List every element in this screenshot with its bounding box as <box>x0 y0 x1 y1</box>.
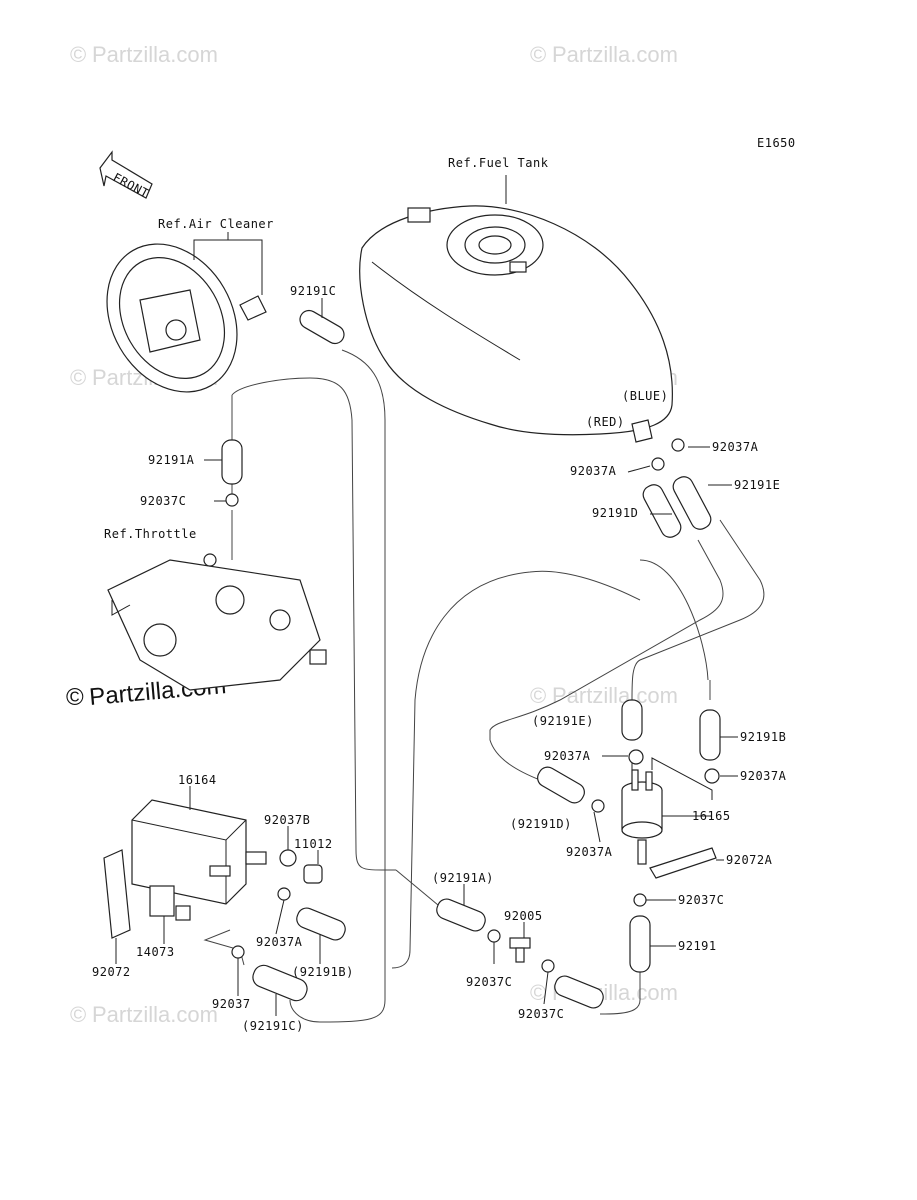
hose-92191D-paren <box>537 766 585 804</box>
fuel-filter-drawing <box>621 757 713 865</box>
label-16164: 16164 <box>178 773 217 787</box>
blue-hose-label: (BLUE) <box>622 389 668 403</box>
watermark-faint-text: Partzilla.com <box>552 42 678 67</box>
label-14073: 14073 <box>136 945 175 959</box>
label-92191E: 92191E <box>734 478 780 492</box>
label-92037A-mid: 92037A <box>544 749 591 763</box>
label-92037C-left: 92037C <box>140 494 186 508</box>
label-92037: 92037 <box>212 997 251 1011</box>
part-11012 <box>303 864 323 884</box>
label-92072A: 92072A <box>726 853 773 867</box>
label-92191D-paren: (92191D) <box>510 817 572 831</box>
label-92191C-paren: (92191C) <box>242 1019 304 1033</box>
hose-92191C-top <box>299 309 345 345</box>
label-16165: 16165 <box>692 809 731 823</box>
label-92037A-tank-left: 92037A <box>570 464 617 478</box>
label-92037B: 92037B <box>264 813 310 827</box>
tube-routing <box>203 349 765 1023</box>
label-92191B-paren: (92191B) <box>292 965 354 979</box>
clamp-group <box>225 438 720 973</box>
label-92005: 92005 <box>504 909 543 923</box>
throttle-drawing <box>107 553 327 691</box>
watermark-main-symbol: © <box>66 684 84 711</box>
watermark-faint-text: Partzilla.com <box>552 683 678 708</box>
watermark-copyright-symbol: © <box>70 365 86 390</box>
hose-bottom <box>554 975 604 1009</box>
label-92191C-top: 92191C <box>290 284 336 298</box>
ref-fuel-tank-label: Ref.Fuel Tank <box>448 156 549 170</box>
hose-92191E-paren <box>621 699 643 741</box>
label-11012: 11012 <box>294 837 333 851</box>
watermark-faint-text: Partzilla.com <box>92 42 218 67</box>
hose-92191E <box>672 476 712 530</box>
hose-92191A-paren <box>436 898 486 932</box>
watermark-copyright-symbol: © <box>530 683 546 708</box>
hose-92191D <box>642 484 682 538</box>
label-92037C-bottom-2: 92037C <box>518 1007 564 1021</box>
fuel-tank-drawing <box>359 175 673 443</box>
leader-lines <box>115 298 738 1016</box>
ref-throttle-label: Ref.Throttle <box>104 527 197 541</box>
label-92191A: 92191A <box>148 453 195 467</box>
label-92191E-paren: (92191E) <box>532 714 594 728</box>
watermark-faint-text: Partzilla.com <box>92 1002 218 1027</box>
bracket-92072A <box>649 847 717 879</box>
label-92191D: 92191D <box>592 506 638 520</box>
watermark-copyright-symbol: © <box>530 980 546 1005</box>
watermark-copyright-symbol: © <box>70 42 86 67</box>
canister-drawing <box>131 799 267 921</box>
valve-92005-drawing <box>509 937 531 963</box>
hose-92191B-paren <box>296 907 346 941</box>
part-labels: 92191C 92191A 92037C 92037A 92037A 92191… <box>92 284 787 1033</box>
bracket-92072 <box>103 849 131 939</box>
hose-92191C-paren <box>252 964 308 1002</box>
air-cleaner-drawing <box>106 232 267 393</box>
diagram-code: E1650 <box>757 136 796 150</box>
label-92037A-right: 92037A <box>740 769 787 783</box>
ref-air-cleaner-label: Ref.Air Cleaner <box>158 217 274 231</box>
hose-92191 <box>629 915 651 973</box>
clamp-92037B <box>279 849 297 867</box>
label-92037C-right: 92037C <box>678 893 724 907</box>
hose-92191A <box>221 439 243 485</box>
label-92037A-canister: 92037A <box>256 935 303 949</box>
watermark-copyright-symbol: © <box>70 1002 86 1027</box>
label-92037A-tank-right: 92037A <box>712 440 759 454</box>
hose-92191B <box>699 709 721 761</box>
label-92191A-paren: (92191A) <box>432 871 494 885</box>
watermark-copyright-symbol: © <box>530 42 546 67</box>
red-hose-label: (RED) <box>586 415 625 429</box>
label-92072: 92072 <box>92 965 131 979</box>
front-arrow-icon: FRONT <box>99 150 153 201</box>
label-92037A-low: 92037A <box>566 845 613 859</box>
label-92191: 92191 <box>678 939 717 953</box>
hose-segments <box>221 309 721 1009</box>
label-92037C-bottom-1: 92037C <box>466 975 512 989</box>
label-92191B: 92191B <box>740 730 786 744</box>
